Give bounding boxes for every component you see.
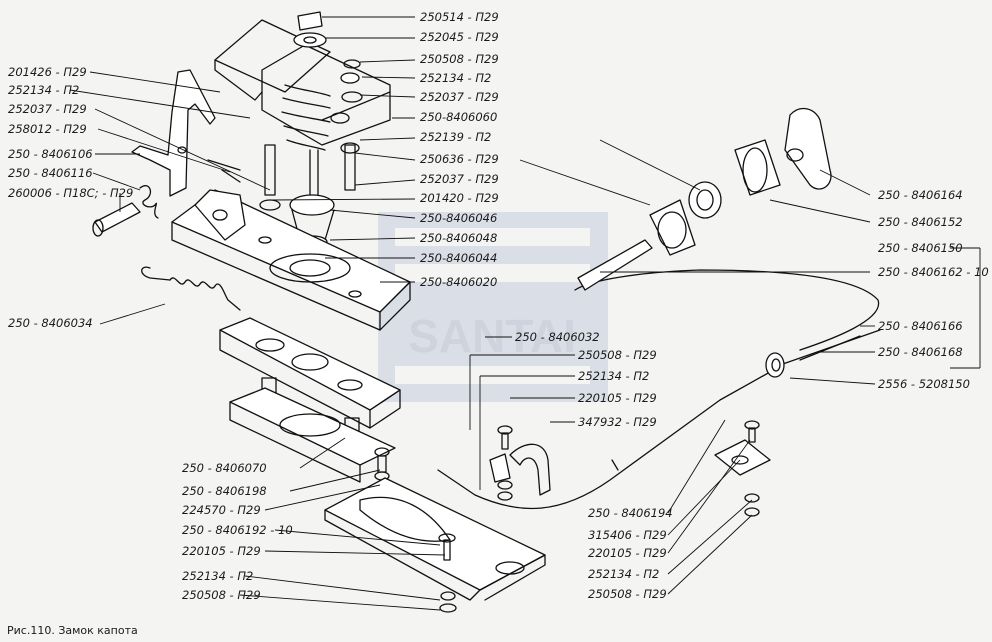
santai-watermark: SANTAI [378,212,608,402]
part-label: 220105 - П29 [578,391,657,405]
part-label: 315406 - П29 [588,528,667,542]
part-label: 250508 - П29 [588,587,667,601]
part-label: 252134 - П2 [420,71,492,85]
hood-catch-plate [324,477,546,613]
part-label: 250 - 8406168 [878,345,963,359]
lower-plate [219,317,401,443]
part-label: 224570 - П29 [182,503,261,517]
handle-knob [649,107,832,256]
part-label: 250-8406048 [420,231,498,245]
bottom-plate [229,387,396,483]
part-label: 258012 - П29 [8,122,87,136]
part-label: 252134 - П2 [8,83,80,97]
part-label: 250 - 8406164 [878,188,963,202]
middle-clamp [489,425,551,501]
cable-clamp [714,420,771,517]
part-label: 252134 - П2 [578,369,650,383]
part-label: 252037 - П29 [420,172,499,186]
part-label: 250-8406060 [420,110,498,124]
part-label: 250-8406044 [420,251,498,265]
part-label: 250508 - П29 [182,588,261,602]
part-label: 250508 - П29 [578,348,657,362]
part-label: 201426 - П29 [8,65,87,79]
part-label: 220105 - П29 [588,546,667,560]
part-label: 250 - 8406070 [182,461,267,475]
leader-lines [69,16,981,611]
part-label: 250 - 8406166 [878,319,963,333]
part-label: 250 - 8406116 [8,166,93,180]
watermark-text: SANTAI [408,310,576,362]
part-label: 250 - 8406034 [8,316,93,330]
part-label: 250514 - П29 [420,10,499,24]
part-label: 250-8406020 [420,275,498,289]
part-label: 250 - 8406106 [8,147,93,161]
latch-lever [131,69,241,197]
part-label: 250 - 8406198 [182,484,267,498]
part-label: 252037 - П29 [420,90,499,104]
bolts [259,142,360,211]
part-label: 250 - 8406150 [878,241,963,255]
part-label: 250-8406046 [420,211,498,225]
part-label: 250 - 8406162 - 10 [878,265,989,279]
long-spring [141,266,241,311]
base-plate [171,189,411,331]
part-label: 252139 - П2 [420,130,492,144]
part-label: 252134 - П2 [182,569,254,583]
part-label: 260006 - П18С; - П29 [8,186,134,200]
part-label: 250 - 8406194 [588,506,673,520]
part-label: 250 - 8406192 - 10 [182,523,293,537]
part-label: 252045 - П29 [420,30,499,44]
part-label: 201420 - П29 [420,191,499,205]
part-label: 2556 - 5208150 [878,377,970,391]
part-label: 250508 - П29 [420,52,499,66]
top-nut [293,11,361,84]
part-label: 250 - 8406032 [515,330,600,344]
part-label: 252037 - П29 [8,102,87,116]
release-cable [437,239,881,510]
part-label: 220105 - П29 [182,544,261,558]
part-label: 250 - 8406152 [878,215,963,229]
figure-caption: Рис.110. Замок капота [7,624,138,637]
part-label: 347932 - П29 [578,415,657,429]
part-label: 252134 - П2 [588,567,660,581]
part-label: 250636 - П29 [420,152,499,166]
